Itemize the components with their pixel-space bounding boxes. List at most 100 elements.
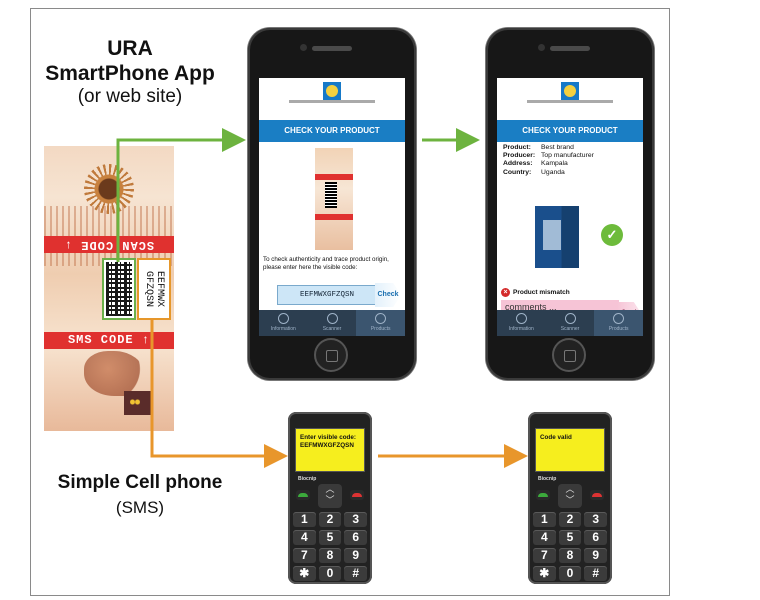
nav-information[interactable]: Information [497, 310, 546, 336]
brand-label: Biocnip [298, 476, 317, 482]
info-key: Product: [503, 144, 531, 151]
key-6[interactable]: 6 [344, 530, 367, 545]
phone-screen: CHECK YOUR PRODUCT Product: Best brand Pr… [497, 78, 643, 336]
home-button[interactable] [552, 338, 586, 372]
info-row: Country: Uganda [503, 169, 643, 177]
tag-icon [375, 313, 387, 324]
mismatch-label: Product mismatch [513, 289, 570, 296]
key-0[interactable]: 0 [318, 566, 342, 581]
key-3[interactable]: 3 [344, 512, 367, 527]
info-icon [515, 313, 527, 324]
bottom-nav: Information Scanner Products [497, 310, 643, 336]
key-7[interactable]: 7 [533, 548, 556, 563]
key-7[interactable]: 7 [293, 548, 316, 563]
figure-frame [30, 8, 670, 596]
info-icon [277, 313, 289, 324]
nav-label: Information [270, 326, 296, 332]
ura-logo-icon [323, 82, 341, 100]
info-value: Best brand [541, 144, 574, 151]
brand-label: Biocnip [538, 476, 557, 482]
smartphone-input: CHECK YOUR PRODUCT To check authenticity… [248, 28, 416, 380]
nav-label: Scanner [322, 326, 342, 332]
cell-phone-title: Simple Cell phone [57, 472, 223, 493]
checkmark-icon: ✓ [601, 224, 623, 246]
nav-key[interactable]: ︿﹀ [318, 484, 342, 508]
product-mismatch[interactable]: × Product mismatch [501, 288, 570, 297]
check-button[interactable]: Check [375, 283, 401, 307]
title-line-1: URA [107, 37, 153, 60]
key-star[interactable]: ✱ [293, 566, 316, 581]
key-4[interactable]: 4 [293, 530, 316, 545]
key-1[interactable]: 1 [533, 512, 556, 527]
info-value: Top manufacturer [541, 152, 594, 160]
camera-icon [538, 44, 545, 51]
screen-header: CHECK YOUR PRODUCT [497, 120, 643, 142]
key-1[interactable]: 1 [293, 512, 316, 527]
info-row: Producer:Top manufacturer [503, 152, 643, 160]
info-key: Address: [503, 160, 533, 168]
camera-icon [564, 313, 576, 324]
sms-code-band: SMS CODE ↑ [44, 332, 174, 349]
key-8[interactable]: 8 [318, 548, 342, 563]
stamp-thumbnail [315, 148, 353, 250]
scan-code-band: SCAN CODE ↓ [44, 236, 174, 253]
datamatrix-code [102, 258, 136, 320]
nav-products[interactable]: Products [594, 310, 643, 336]
key-5[interactable]: 5 [558, 530, 582, 545]
key-star[interactable]: ✱ [533, 566, 556, 581]
camera-icon [326, 313, 338, 324]
logo-caption [527, 100, 613, 103]
visible-code-input[interactable]: EEFMWXGFZQSN [277, 285, 377, 305]
security-chip-icon [124, 391, 152, 415]
sun-emblem-icon [84, 164, 134, 214]
info-value: Kampala [541, 160, 568, 168]
nav-key[interactable]: ︿﹀ [558, 484, 582, 508]
phone-display: Code valid [535, 428, 605, 472]
call-icon[interactable] [536, 490, 550, 500]
info-row: Product: Best brand [503, 144, 643, 152]
key-hash[interactable]: # [584, 566, 607, 581]
smartphone-app-title: URA SmartPhone App [40, 36, 220, 86]
nav-scanner[interactable]: Scanner [546, 310, 595, 336]
end-call-icon[interactable] [590, 490, 604, 500]
call-icon[interactable] [296, 490, 310, 500]
nav-information[interactable]: Information [259, 310, 308, 336]
feature-phone-input: Enter visible code: EEFMWXGFZQSN Biocnip… [288, 412, 372, 584]
camera-icon [300, 44, 307, 51]
home-button[interactable] [314, 338, 348, 372]
end-call-icon[interactable] [350, 490, 364, 500]
smartphone-result: CHECK YOUR PRODUCT Product: Best brand Pr… [486, 28, 654, 380]
tag-icon [613, 313, 625, 324]
key-6[interactable]: 6 [584, 530, 607, 545]
nav-label: Information [508, 326, 534, 332]
key-5[interactable]: 5 [318, 530, 342, 545]
logo-caption [289, 100, 375, 103]
speaker-icon [312, 46, 352, 51]
crested-crane-icon [84, 351, 144, 396]
close-icon: × [501, 288, 510, 297]
code-line-2: GFZQSN [143, 270, 154, 308]
key-0[interactable]: 0 [558, 566, 582, 581]
instruction-text: To check authenticity and trace product … [263, 256, 389, 271]
info-key: Country: [503, 168, 532, 176]
nav-scanner[interactable]: Scanner [308, 310, 357, 336]
key-9[interactable]: 9 [584, 548, 607, 563]
key-2[interactable]: 2 [318, 512, 342, 527]
code-line-1: EEFMWX [154, 270, 165, 308]
info-row: Address: Kampala [503, 160, 643, 168]
key-3[interactable]: 3 [584, 512, 607, 527]
nav-label: Products [370, 326, 391, 332]
key-hash[interactable]: # [344, 566, 367, 581]
key-8[interactable]: 8 [558, 548, 582, 563]
key-4[interactable]: 4 [533, 530, 556, 545]
thumb-band-top [315, 174, 353, 180]
nav-label: Products [608, 326, 629, 332]
product-info: Product: Best brand Producer:Top manufact… [503, 144, 643, 177]
key-9[interactable]: 9 [344, 548, 367, 563]
key-2[interactable]: 2 [558, 512, 582, 527]
ura-logo-icon [561, 82, 579, 100]
thumb-band-bottom [315, 214, 353, 220]
nav-products[interactable]: Products [356, 310, 405, 336]
info-value: Uganda [541, 168, 565, 176]
